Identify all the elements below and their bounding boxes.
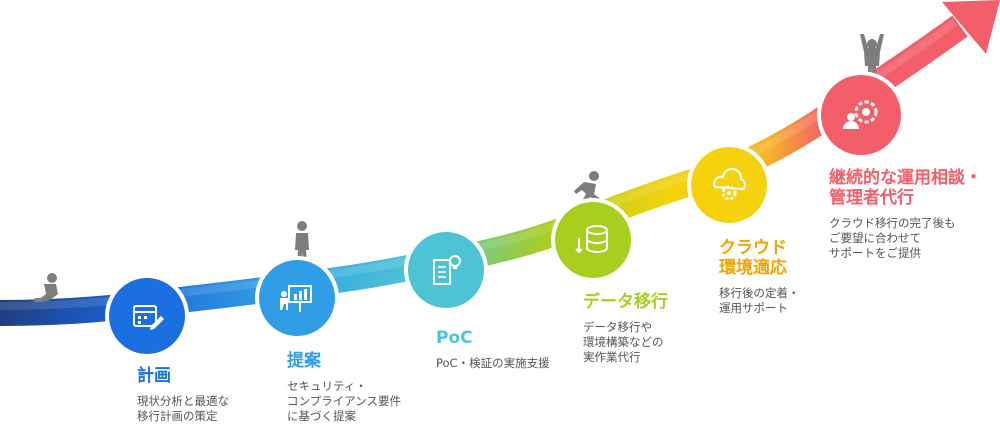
step-node-circle <box>821 75 901 155</box>
step-title: PoC <box>436 328 473 348</box>
database-transfer-icon <box>575 225 608 254</box>
step-description: 移行後の定着・ 運用サポート <box>719 286 800 315</box>
step-label-5: クラウド 環境適応移行後の定着・ 運用サポート <box>719 238 800 316</box>
calendar-pencil-icon <box>133 305 164 330</box>
step-title: 継続的な運用相談・ 管理者代行 <box>829 168 982 208</box>
step-label-2: 提案セキュリティ・ コンプライアンス要件 に基づく提案 <box>287 351 401 424</box>
user-gear-icon <box>843 100 878 129</box>
step-description: 現状分析と最適な 移行計画の策定 <box>137 394 229 423</box>
step-label-3: PoC PoC・検証の実施支援 <box>436 328 550 371</box>
step-node-circle <box>555 202 631 278</box>
step-description: セキュリティ・ コンプライアンス要件 に基づく提案 <box>287 379 401 423</box>
step-description: クラウド移行の完了後も ご要望に合わせて サポートをご提供 <box>829 216 956 260</box>
step-node-4 <box>551 198 635 282</box>
step-node-5 <box>687 143 771 227</box>
step-node-circle <box>691 147 767 223</box>
step-node-1 <box>105 274 189 358</box>
step-node-3 <box>404 228 488 312</box>
arrow-head <box>942 0 1000 54</box>
step-description: PoC・検証の実施支援 <box>436 356 550 370</box>
person-cheering-icon <box>860 34 884 80</box>
step-label-6: 継続的な運用相談・ 管理者代行クラウド移行の完了後も ご要望に合わせて サポート… <box>829 168 982 261</box>
presentation-icon <box>280 285 312 312</box>
step-node-circle <box>408 232 484 308</box>
step-description: データ移行や 環境構築などの 実作業代行 <box>583 320 664 364</box>
person-crouching-icon <box>34 273 58 302</box>
step-node-6 <box>817 71 905 159</box>
cloud-gear-icon <box>713 168 746 201</box>
step-title: クラウド 環境適応 <box>719 238 787 278</box>
step-title: データ移行 <box>583 292 668 312</box>
step-title: 提案 <box>287 351 321 371</box>
step-label-4: データ移行データ移行や 環境構築などの 実作業代行 <box>583 292 668 365</box>
document-bulb-icon <box>433 255 461 285</box>
step-node-2 <box>255 256 339 340</box>
step-label-1: 計画現状分析と最適な 移行計画の策定 <box>137 366 229 424</box>
step-title: 計画 <box>137 366 171 386</box>
